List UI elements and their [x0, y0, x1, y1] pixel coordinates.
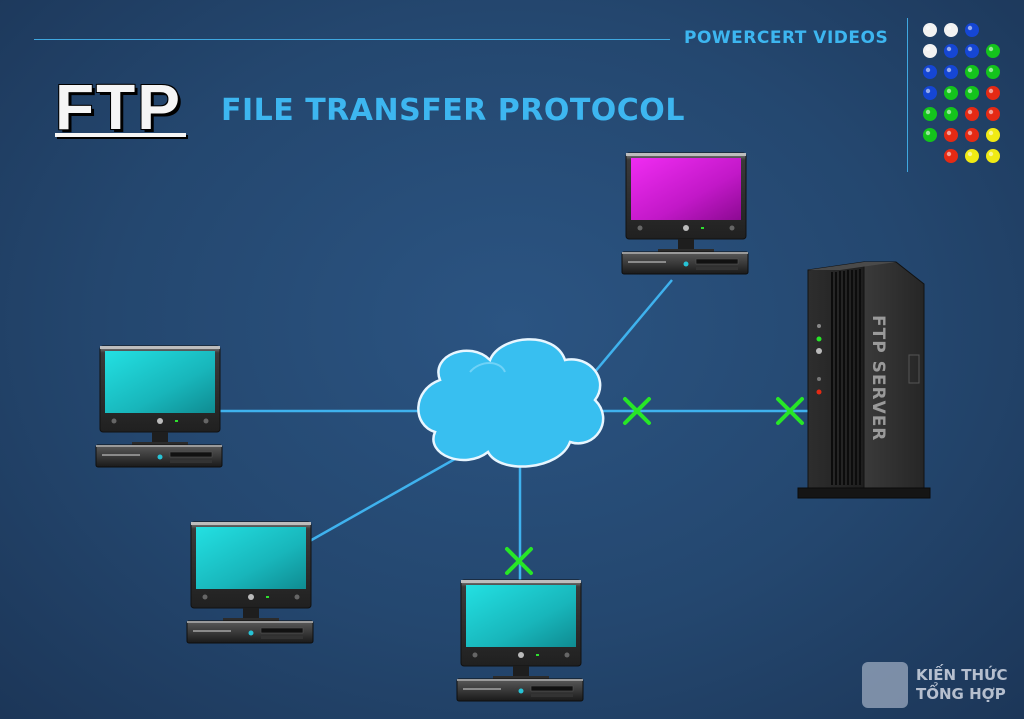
brand-dot-highlight	[946, 151, 952, 157]
watermark-logo-icon	[862, 662, 908, 708]
brand-dot-highlight	[988, 46, 994, 52]
brand-dot-highlight	[988, 109, 994, 115]
brand-dot-highlight	[946, 46, 952, 52]
title-full: FILE TRANSFER PROTOCOL	[221, 93, 685, 128]
brand-dot-highlight	[967, 109, 973, 115]
brand-dot-highlight	[967, 130, 973, 136]
link-lower-left-computer	[307, 453, 463, 544]
server-label: FTP SERVER	[868, 315, 888, 441]
brand-dot-grid	[923, 23, 1000, 163]
brand-dot-highlight	[967, 25, 973, 31]
title-underline	[55, 133, 186, 137]
header-vertical-rule	[907, 18, 908, 172]
computer-top-screen	[631, 158, 741, 220]
brand-dot-highlight	[988, 151, 994, 157]
brand-dot-highlight	[925, 67, 931, 73]
brand-dot-highlight	[946, 109, 952, 115]
link-top-computer	[582, 279, 673, 387]
ftp-server: FTP SERVER	[797, 261, 931, 499]
brand-dot-highlight	[967, 151, 973, 157]
brand-dot-highlight	[946, 25, 952, 31]
brand-dot-highlight	[925, 130, 931, 136]
brand-dot-highlight	[988, 67, 994, 73]
brand-dot-highlight	[925, 88, 931, 94]
brand-dot-highlight	[988, 88, 994, 94]
brand-dot-highlight	[967, 67, 973, 73]
brand-dot-highlight	[925, 46, 931, 52]
title-abbreviation: FTP	[55, 71, 182, 143]
brand-dot-highlight	[967, 88, 973, 94]
brand-dot-highlight	[946, 67, 952, 73]
internet-cloud	[417, 338, 605, 468]
watermark: KIẾN THỨC TỔNG HỢP	[862, 660, 1012, 710]
brand-dot-highlight	[946, 88, 952, 94]
brand-dot-highlight	[925, 25, 931, 31]
brand-dot-highlight	[946, 130, 952, 136]
watermark-line-1: KIẾN THỨC	[916, 666, 1008, 684]
header-rule	[34, 39, 670, 40]
computer-lower-left-screen	[196, 527, 306, 589]
computer-left-screen	[105, 351, 215, 413]
brand-dot-highlight	[988, 130, 994, 136]
brand-label: POWERCERT VIDEOS	[684, 28, 889, 48]
watermark-line-2: TỔNG HỢP	[916, 685, 1006, 703]
computer-bottom-screen	[466, 585, 576, 647]
brand-dot-highlight	[967, 46, 973, 52]
brand-dot-highlight	[925, 109, 931, 115]
